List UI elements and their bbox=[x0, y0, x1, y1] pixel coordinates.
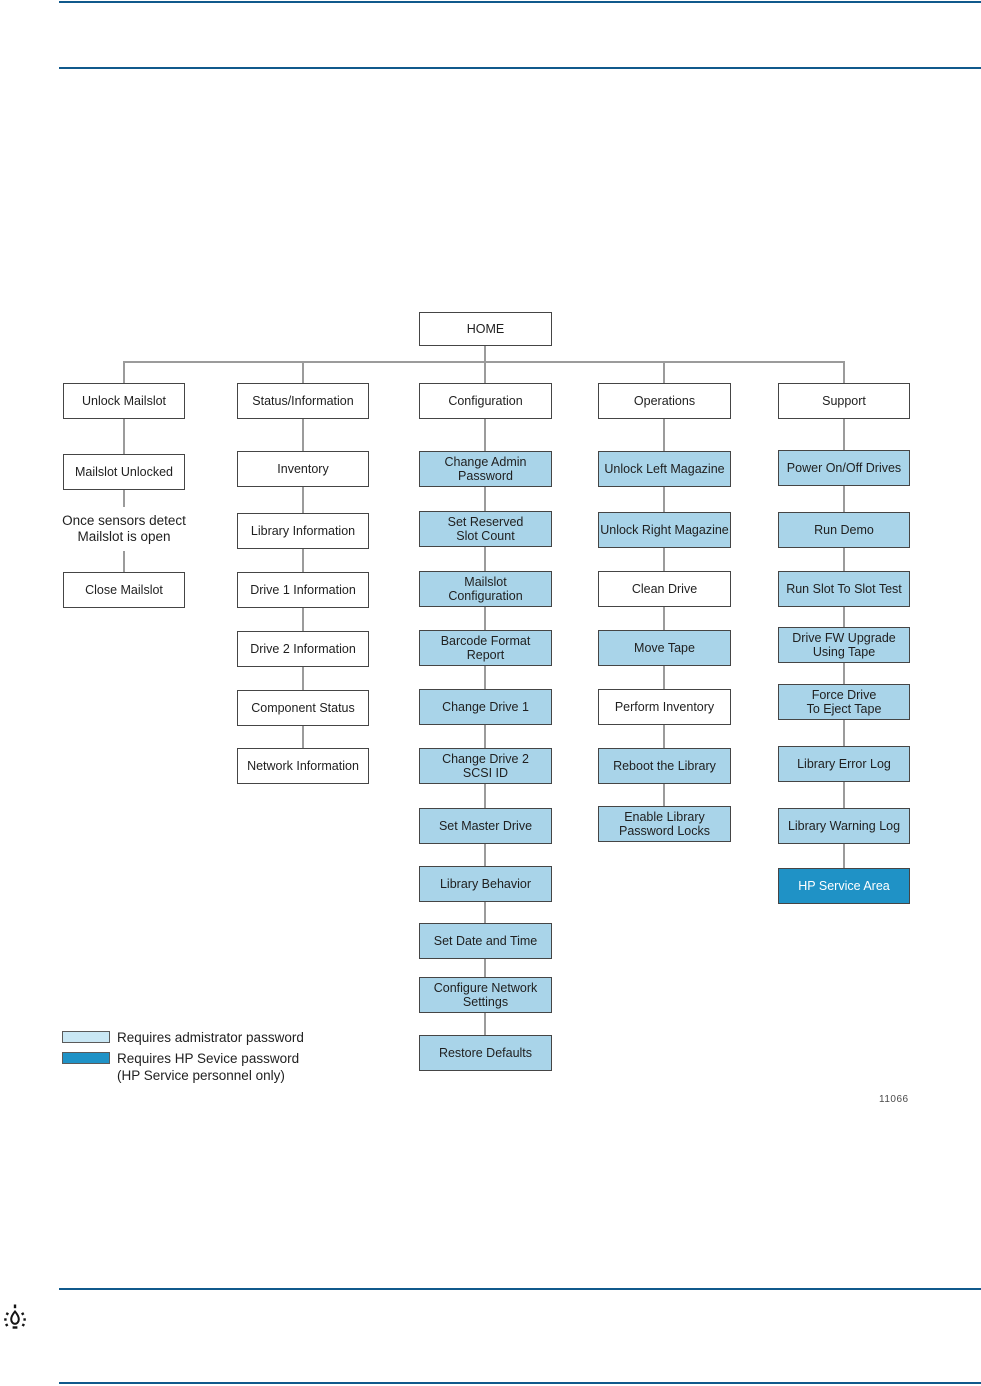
tree-node-network-information: Network Information bbox=[237, 748, 369, 784]
tree-note-sensors: Once sensors detect Mailslot is open bbox=[53, 507, 195, 551]
tree-node-support: Support bbox=[778, 383, 910, 419]
tree-node-inventory: Inventory bbox=[237, 451, 369, 487]
tip-lightbulb-icon bbox=[4, 1304, 26, 1329]
tree-node-set-master-drive: Set Master Drive bbox=[419, 808, 552, 844]
tree-node-drive-2-information: Drive 2 Information bbox=[237, 631, 369, 667]
tree-node-library-error-log: Library Error Log bbox=[778, 746, 910, 782]
connector-line bbox=[663, 361, 665, 387]
tree-node-mailslot-unlocked: Mailslot Unlocked bbox=[63, 454, 185, 490]
tree-node-status-information: Status/Information bbox=[237, 383, 369, 419]
tree-node-move-tape: Move Tape bbox=[598, 630, 731, 666]
tree-node-change-admin-password: Change Admin Password bbox=[419, 451, 552, 487]
figure-number: 11066 bbox=[879, 1094, 909, 1105]
tree-node-restore-defaults: Restore Defaults bbox=[419, 1035, 552, 1071]
tree-node-hp-service-area: HP Service Area bbox=[778, 868, 910, 904]
tree-node-reboot-the-library: Reboot the Library bbox=[598, 748, 731, 784]
tree-node-enable-library-password-locks: Enable Library Password Locks bbox=[598, 806, 731, 842]
tree-node-perform-inventory: Perform Inventory bbox=[598, 689, 731, 725]
tree-node-configure-network-settings: Configure Network Settings bbox=[419, 977, 552, 1013]
connector-line bbox=[484, 329, 486, 363]
legend-swatch-admin bbox=[62, 1031, 110, 1043]
tree-node-close-mailslot: Close Mailslot bbox=[63, 572, 185, 608]
tree-node-change-drive-2-scsi-id: Change Drive 2 SCSI ID bbox=[419, 748, 552, 784]
tree-node-drive-1-information: Drive 1 Information bbox=[237, 572, 369, 608]
tree-node-run-demo: Run Demo bbox=[778, 512, 910, 548]
tree-node-drive-fw-upgrade-using-tape: Drive FW Upgrade Using Tape bbox=[778, 627, 910, 663]
tree-node-library-information: Library Information bbox=[237, 513, 369, 549]
tree-node-change-drive-1: Change Drive 1 bbox=[419, 689, 552, 725]
header-rule-bottom bbox=[59, 67, 981, 69]
tree-node-operations: Operations bbox=[598, 383, 731, 419]
connector-line bbox=[663, 400, 665, 824]
legend-swatch-service bbox=[62, 1052, 110, 1064]
connector-line bbox=[843, 361, 845, 387]
connector-line bbox=[484, 400, 486, 1053]
tree-node-mailslot-configuration: Mailslot Configuration bbox=[419, 571, 552, 607]
tree-node-library-warning-log: Library Warning Log bbox=[778, 808, 910, 844]
tree-node-unlock-mailslot: Unlock Mailslot bbox=[63, 383, 185, 419]
tree-node-unlock-right-magazine: Unlock Right Magazine bbox=[598, 512, 731, 548]
tree-node-set-date-and-time: Set Date and Time bbox=[419, 923, 552, 959]
legend-label-service: Requires HP Sevice password (HP Service … bbox=[117, 1051, 300, 1083]
footer-rule-bottom bbox=[59, 1382, 981, 1384]
header-rule-top bbox=[59, 1, 981, 3]
legend-label-admin: Requires admistrator password bbox=[117, 1030, 304, 1045]
tree-node-force-drive-to-eject-tape: Force Drive To Eject Tape bbox=[778, 684, 910, 720]
tree-node-barcode-format-report: Barcode Format Report bbox=[419, 630, 552, 666]
tree-node-clean-drive: Clean Drive bbox=[598, 571, 731, 607]
connector-line bbox=[123, 361, 125, 387]
connector-line bbox=[484, 361, 486, 387]
tree-node-library-behavior: Library Behavior bbox=[419, 866, 552, 902]
tree-node-power-on-off-drives: Power On/Off Drives bbox=[778, 450, 910, 486]
tree-node-component-status: Component Status bbox=[237, 690, 369, 726]
connector-line bbox=[123, 400, 125, 590]
tree-node-set-reserved-slot-count: Set Reserved Slot Count bbox=[419, 511, 552, 547]
tree-node-run-slot-to-slot-test: Run Slot To Slot Test bbox=[778, 571, 910, 607]
tree-node-home: HOME bbox=[419, 312, 552, 346]
tree-node-configuration: Configuration bbox=[419, 383, 552, 419]
connector-line bbox=[302, 361, 304, 387]
tree-node-unlock-left-magazine: Unlock Left Magazine bbox=[598, 451, 731, 487]
footer-rule-top bbox=[59, 1288, 981, 1290]
